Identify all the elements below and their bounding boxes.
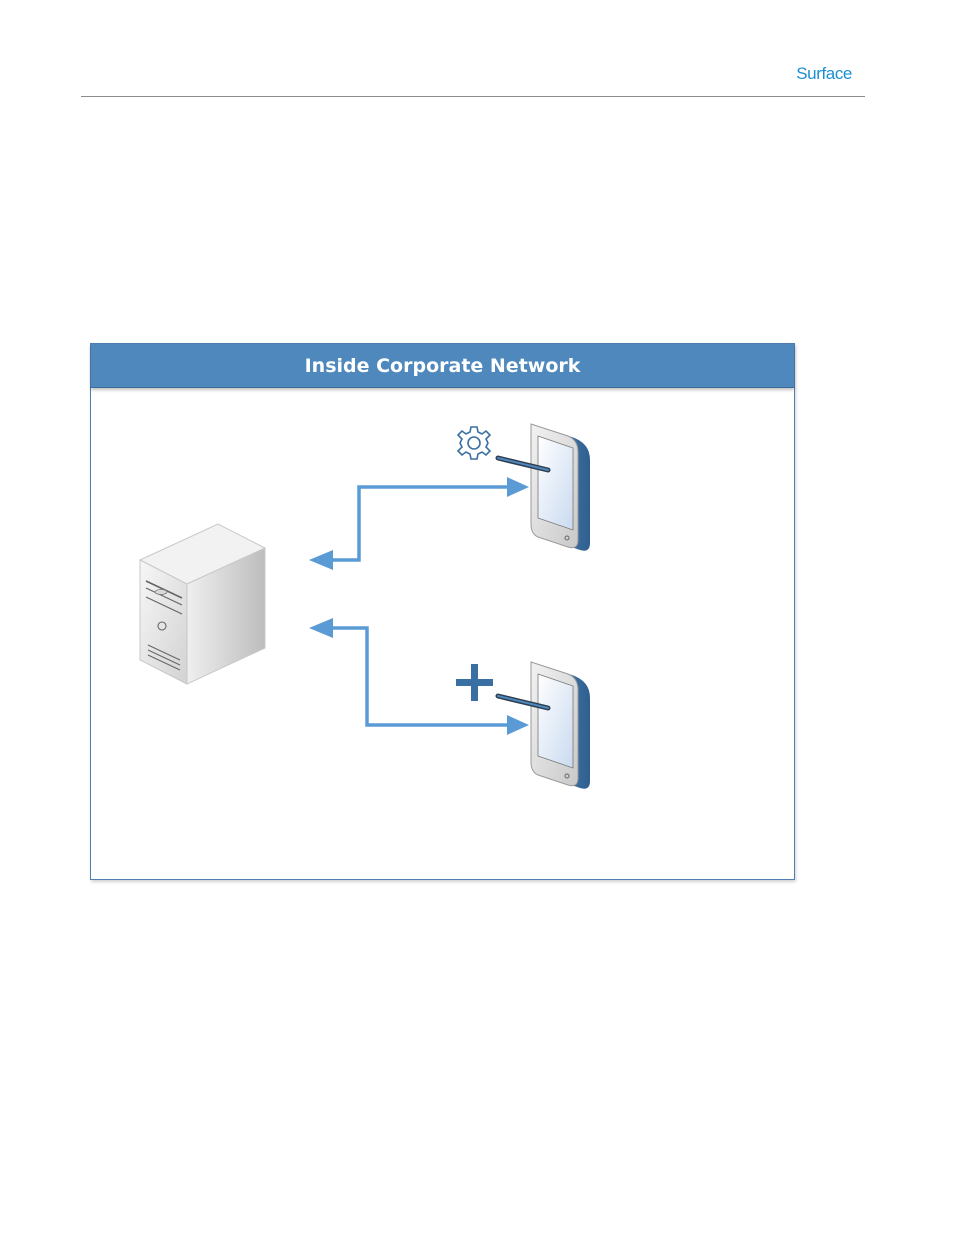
plus-icon	[456, 664, 493, 701]
arrow-top-connection	[309, 477, 529, 570]
server-icon	[140, 524, 265, 684]
arrow-bottom-connection	[309, 618, 529, 735]
gear-icon	[458, 427, 490, 459]
